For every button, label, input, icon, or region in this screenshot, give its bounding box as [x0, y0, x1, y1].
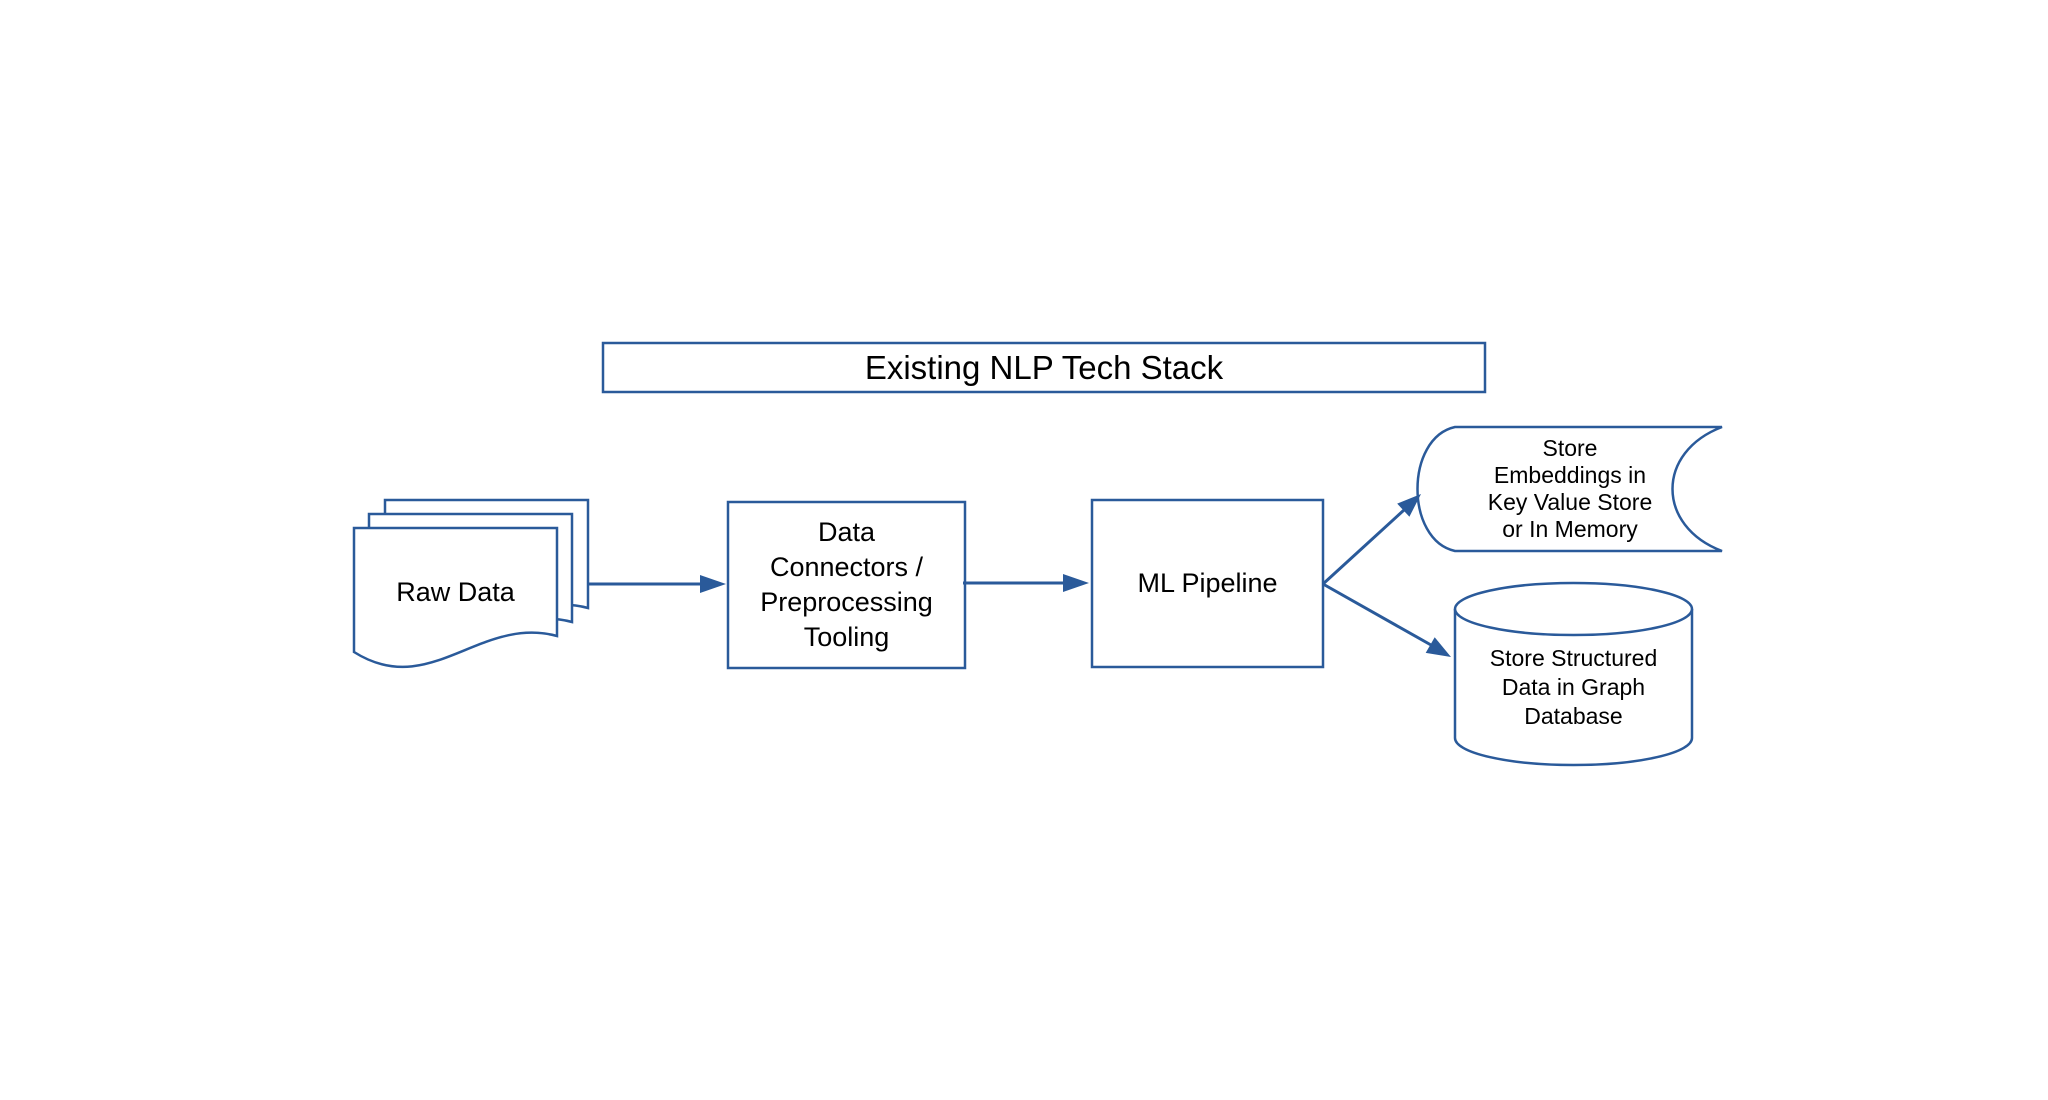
arrowhead-icon [1063, 574, 1089, 592]
arrowhead-icon [1425, 637, 1451, 657]
arrow-ml-to-graph-database [1322, 582, 1451, 657]
data-connectors-shape [726, 500, 967, 670]
arrow-connectors-to-ml [963, 574, 1089, 592]
ml-pipeline-shape [1090, 498, 1325, 669]
key-value-store-shape [1416, 425, 1723, 553]
graph-database-top [1453, 581, 1694, 637]
arrow-ml-to-key-value-store [1321, 494, 1421, 586]
graph-database-shape [1453, 581, 1694, 767]
arrow-raw-data-to-connectors [588, 575, 726, 593]
raw-data-shape [352, 498, 590, 669]
arrowhead-icon [700, 575, 726, 593]
arrowhead-icon [1397, 494, 1421, 517]
title-box [601, 341, 1487, 394]
raw-data-doc-front [352, 526, 559, 669]
graph-database-body [1453, 609, 1694, 767]
